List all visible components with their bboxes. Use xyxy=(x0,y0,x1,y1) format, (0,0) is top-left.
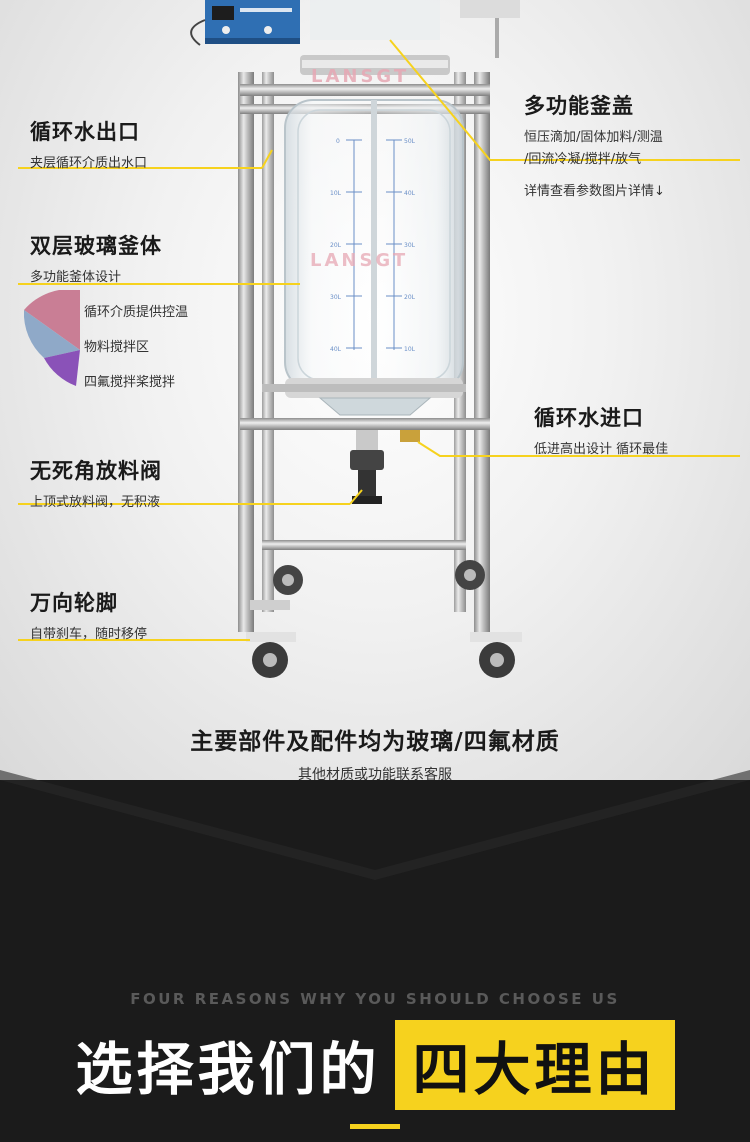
scale-mark: 30L xyxy=(404,242,416,249)
scale-mark: 40L xyxy=(330,346,342,353)
legend-swatch-stir-zone xyxy=(23,310,80,358)
callout-description: 低进高出设计 循环最佳 xyxy=(534,442,669,457)
scale-mark: 10L xyxy=(404,346,416,353)
scale-mark: 40L xyxy=(404,190,416,197)
callout-title: 无死角放料阀 xyxy=(30,459,162,483)
callout-title: 多功能釜盖 xyxy=(524,94,634,118)
section-divider xyxy=(0,770,750,890)
brand-watermark: LANSGT xyxy=(310,250,408,271)
scale-mark: 50L xyxy=(404,138,416,145)
scale-mark: 30L xyxy=(330,294,342,301)
callout-title: 双层玻璃釜体 xyxy=(30,234,162,258)
section-title-plain: 选择我们的 xyxy=(75,1037,381,1103)
callout-title: 循环水进口 xyxy=(534,406,644,430)
material-caption: 主要部件及配件均为玻璃/四氟材质 xyxy=(190,729,560,755)
product-showcase: 0 10L 20L 30L 40L 50L 40L 30L 20L 10L LA… xyxy=(0,0,750,790)
scale-mark: 10L xyxy=(330,190,342,197)
callout-description: 多功能釜体设计 xyxy=(30,270,122,285)
legend-label: 四氟搅拌桨搅拌 xyxy=(84,375,176,390)
scale-mark: 20L xyxy=(404,294,416,301)
callout-discharge-valve: 无死角放料阀 上顶式放料阀，无积液 xyxy=(30,455,162,510)
brand-watermark: LANSGT xyxy=(311,66,409,87)
accent-bar xyxy=(350,1124,400,1129)
callout-title: 循环水出口 xyxy=(30,120,140,144)
callout-casters: 万向轮脚 自带刹车，随时移停 xyxy=(30,587,147,642)
callout-glass-vessel: 双层玻璃釜体 多功能釜体设计 xyxy=(30,230,162,285)
callout-water-outlet: 循环水出口 夹层循环介质出水口 xyxy=(30,116,147,171)
section-title: 选择我们的四大理由 xyxy=(0,1020,750,1110)
layer-legend-fan xyxy=(23,290,80,386)
legend-swatch-jacket xyxy=(24,290,80,350)
section-title-highlight: 四大理由 xyxy=(394,1020,675,1110)
section-eyebrow: FOUR REASONS WHY YOU SHOULD CHOOSE US xyxy=(130,990,620,1008)
scale-mark: 0 xyxy=(336,138,340,145)
callout-description: /回流冷凝/搅拌/放气 xyxy=(524,152,642,167)
callout-title: 万向轮脚 xyxy=(30,591,118,615)
callout-description: 上顶式放料阀，无积液 xyxy=(30,495,161,510)
scale-mark: 20L xyxy=(330,242,342,249)
callout-description: 夹层循环介质出水口 xyxy=(30,156,148,171)
legend-label: 循环介质提供控温 xyxy=(84,305,189,320)
glass-reactor-illustration: 0 10L 20L 30L 40L 50L 40L 30L 20L 10L LA… xyxy=(18,0,740,678)
callout-description: 恒压滴加/固体加料/测温 xyxy=(524,130,663,145)
contact-caption: 其他材质或功能联系客服 xyxy=(298,767,452,783)
legend-swatch-impeller xyxy=(44,350,80,386)
callout-detail-hint: 详情查看参数图片详情↓ xyxy=(524,184,665,199)
callout-lid: 多功能釜盖 恒压滴加/固体加料/测温 /回流冷凝/搅拌/放气 详情查看参数图片详… xyxy=(524,90,665,199)
callout-description: 自带刹车，随时移停 xyxy=(30,627,148,642)
callout-water-inlet: 循环水进口 低进高出设计 循环最佳 xyxy=(534,402,668,457)
legend-label: 物料搅拌区 xyxy=(84,340,150,355)
